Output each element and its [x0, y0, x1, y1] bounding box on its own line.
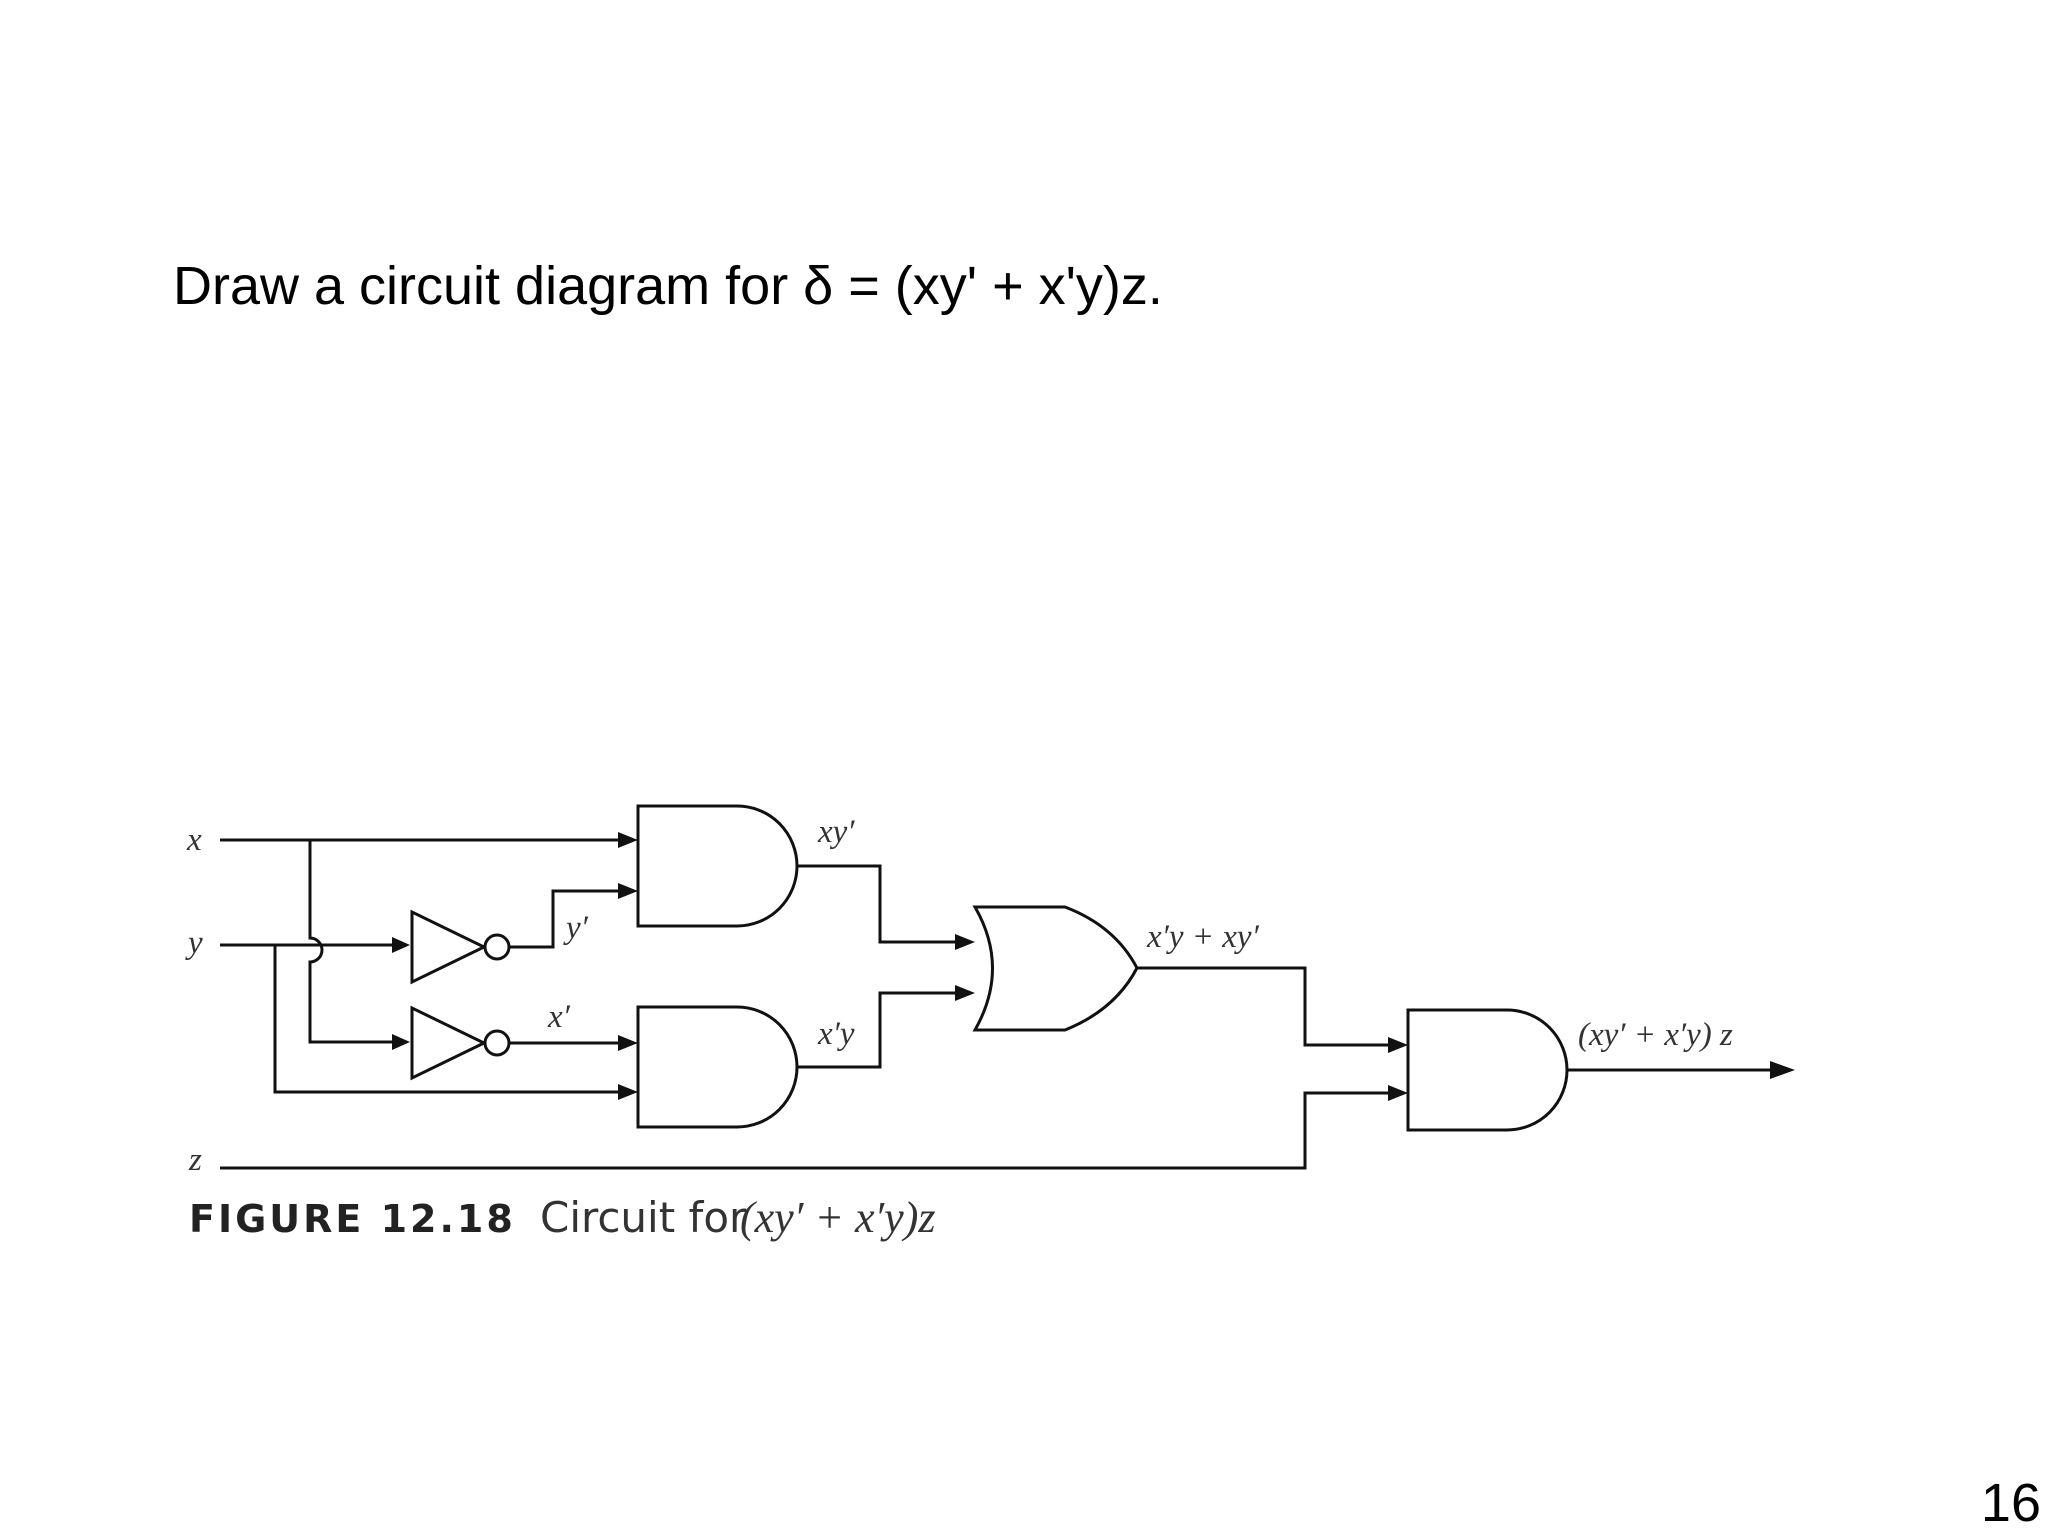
arrowhead [618, 832, 638, 848]
wire-and2-out [797, 991, 955, 1069]
slide-title: Draw a circuit diagram for δ = (xy' + x'… [173, 256, 1163, 316]
signal-or-label: x′y + xy′ [1146, 919, 1260, 955]
not-gate-y-bubble [483, 933, 511, 961]
arrowhead [1388, 1085, 1408, 1101]
page-number: 16 [1980, 1473, 2041, 1533]
arrowhead [618, 1084, 638, 1100]
or-gate [972, 905, 1139, 1032]
arrowhead [955, 985, 975, 1001]
signal-y-not-label: y′ [563, 910, 589, 946]
not-gate-y [410, 909, 488, 985]
arrowhead [618, 1035, 638, 1051]
not-gate-x [410, 1005, 488, 1081]
figure-caption-tag: FIGURE 12.18 [189, 1197, 516, 1241]
and-gate-2 [636, 1005, 799, 1129]
wire-or-out [1137, 966, 1388, 1047]
wire-y-branch [273, 945, 618, 1094]
wire-z [220, 1091, 1388, 1170]
arrowhead [1770, 1061, 1795, 1079]
figure-caption-expression: (xy′ + x′y)z [740, 1193, 936, 1242]
input-x-label: x [186, 822, 202, 858]
figure-caption-text: Circuit for [540, 1193, 747, 1242]
wire-x-branch [308, 840, 392, 1044]
wire-and1-out [797, 864, 955, 944]
arrowhead [1388, 1037, 1408, 1053]
signal-and1-label: xy′ [817, 814, 855, 850]
not-gate-x-bubble [483, 1029, 511, 1057]
wire-y-not [509, 889, 618, 949]
input-y-label: y [185, 925, 203, 961]
arrowhead [955, 934, 975, 950]
and-gate-final [1406, 1008, 1569, 1132]
arrowhead [392, 937, 410, 953]
signal-x-not-label: x′ [547, 999, 571, 1035]
arrowhead [618, 883, 638, 899]
input-z-label: z [188, 1142, 202, 1178]
arrowhead [392, 1034, 410, 1050]
signal-and2-label: x′y [817, 1016, 855, 1052]
signal-final-label: (xy′ + x′y) z [1578, 1017, 1733, 1053]
and-gate-1 [636, 804, 799, 928]
